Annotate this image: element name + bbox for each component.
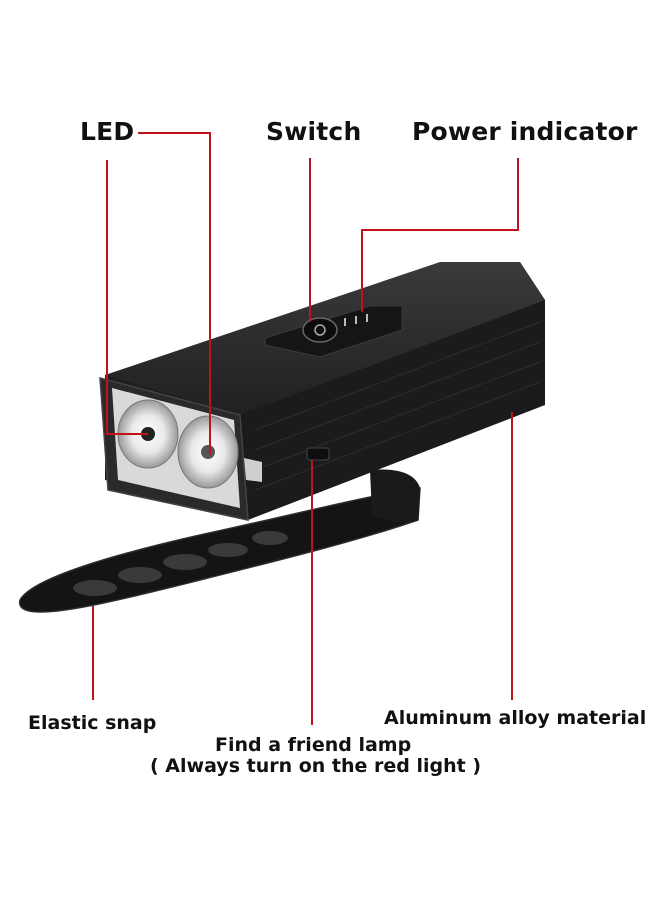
label-led: LED	[80, 117, 135, 146]
label-aluminum: Aluminum alloy material	[384, 707, 647, 729]
label-friend-lamp: Find a friend lamp	[215, 734, 412, 756]
leader-lines	[92, 132, 519, 725]
light-body	[99, 262, 545, 521]
elastic-strap	[18, 469, 421, 613]
label-friend-lamp-note: ( Always turn on the red light )	[150, 755, 482, 777]
label-power-indicator: Power indicator	[412, 117, 638, 146]
label-elastic-snap: Elastic snap	[28, 712, 157, 734]
label-switch: Switch	[266, 117, 362, 146]
